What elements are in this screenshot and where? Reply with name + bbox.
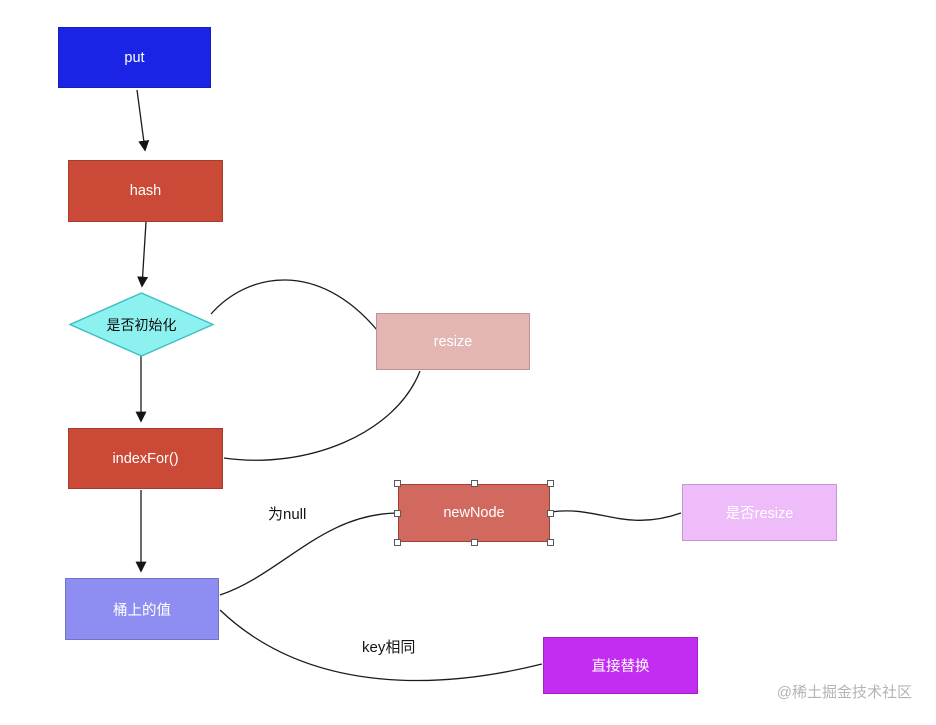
edge-label-key-same[interactable]: key相同 [362, 639, 416, 656]
selection-handle-e[interactable] [547, 509, 554, 517]
node-resize[interactable]: resize [376, 313, 530, 370]
edge-label-is-null[interactable]: 为null [268, 506, 307, 523]
node-put[interactable]: put [58, 27, 211, 88]
node-replace-label: 直接替换 [591, 659, 650, 675]
selection-handle-s[interactable] [470, 539, 478, 546]
selection-handle-ne[interactable] [547, 480, 554, 487]
edge-init-resize[interactable] [210, 279, 378, 331]
edge-put-hash[interactable] [136, 89, 150, 152]
edge-resize-indexfor[interactable] [223, 370, 421, 461]
node-hash-label: hash [129, 183, 162, 199]
edge-bucket-newnode[interactable] [219, 512, 398, 596]
node-is-resize[interactable]: 是否resize [682, 484, 837, 541]
watermark: @稀土掘金技术社区 [776, 684, 912, 701]
selection-handle-nw[interactable] [394, 480, 401, 487]
node-newnode[interactable]: newNode [394, 480, 554, 546]
edge-hash-init[interactable] [137, 221, 149, 288]
selection-handle-n[interactable] [470, 480, 478, 487]
node-is-init-diamond[interactable] [68, 292, 215, 357]
selection-handle-sw[interactable] [394, 539, 401, 546]
edge-bucket-replace[interactable] [219, 609, 543, 682]
node-bucket-value[interactable]: 桶上的值 [65, 578, 219, 640]
selection-handle-w[interactable] [394, 509, 401, 517]
node-hash[interactable]: hash [68, 160, 223, 222]
node-newnode-label: newNode [443, 505, 505, 521]
node-is-init-label: 是否初始化 [106, 316, 177, 333]
node-indexfor[interactable]: indexFor() [68, 428, 223, 489]
node-put-label: put [124, 49, 145, 66]
node-resize-label: resize [433, 333, 473, 350]
edge-newnode-isresize[interactable] [550, 510, 682, 521]
selection-handle-se[interactable] [547, 539, 554, 546]
node-indexfor-label: indexFor() [112, 450, 179, 467]
node-bucket-value-label: 桶上的值 [113, 602, 171, 619]
node-is-resize-label: 是否resize [725, 506, 794, 522]
node-replace[interactable]: 直接替换 [543, 637, 698, 694]
